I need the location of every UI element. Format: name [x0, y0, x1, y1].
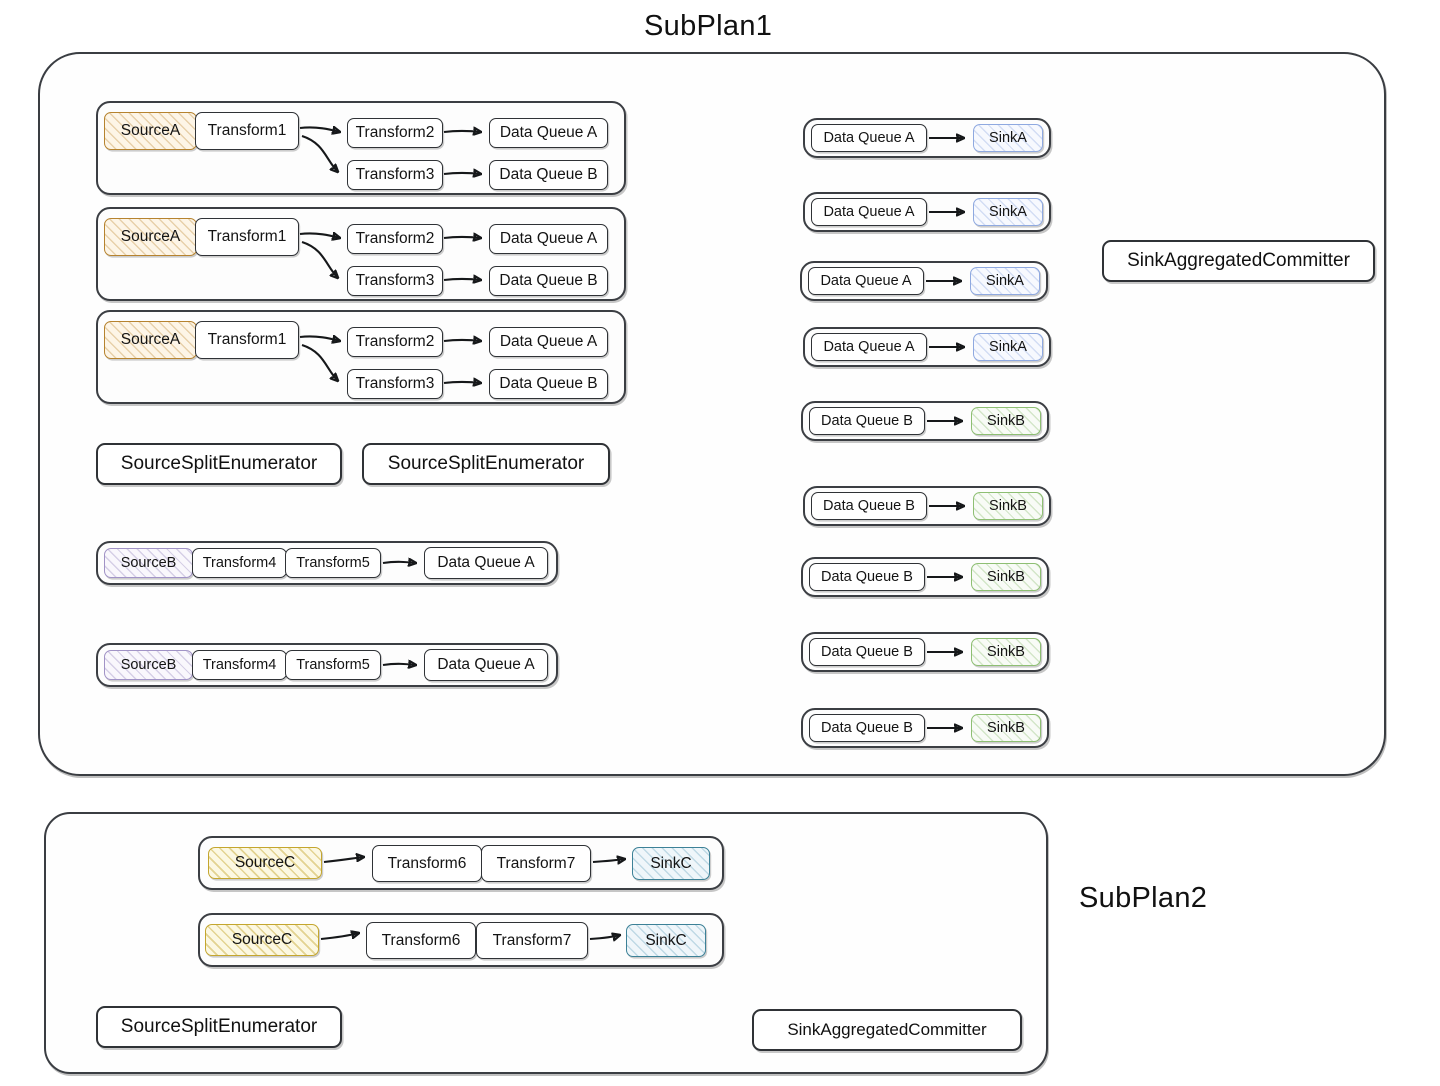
sinkA-node[interactable]: SinkA — [970, 267, 1040, 295]
transform4-node[interactable]: Transform4 — [192, 548, 287, 578]
subplan2-title: SubPlan2 — [1079, 882, 1208, 914]
data-queue-b-node[interactable]: Data Queue B — [809, 638, 925, 666]
sinkB-node[interactable]: SinkB — [971, 714, 1041, 742]
data-queue-b-node[interactable]: Data Queue B — [489, 369, 608, 399]
transform6-node[interactable]: Transform6 — [366, 922, 476, 959]
sinkB-node[interactable]: SinkB — [971, 407, 1041, 435]
sourceA-node[interactable]: SourceA — [104, 321, 197, 359]
transform4-node[interactable]: Transform4 — [192, 650, 287, 680]
transform5-node[interactable]: Transform5 — [285, 548, 381, 578]
data-queue-b-node[interactable]: Data Queue B — [809, 563, 925, 591]
sinkC-node[interactable]: SinkC — [632, 847, 710, 880]
sinkB-node[interactable]: SinkB — [971, 563, 1041, 591]
sinkC-node[interactable]: SinkC — [626, 924, 706, 957]
data-queue-a-node[interactable]: Data Queue A — [489, 224, 608, 254]
sink-aggregated-committer-subplan1[interactable]: SinkAggregatedCommitter — [1102, 240, 1375, 282]
transform7-node[interactable]: Transform7 — [476, 922, 588, 959]
sourceC-node[interactable]: SourceC — [208, 847, 322, 879]
transform6-node[interactable]: Transform6 — [372, 845, 482, 882]
sinkA-node[interactable]: SinkA — [973, 124, 1043, 152]
transform3-node[interactable]: Transform3 — [347, 266, 443, 296]
data-queue-a-node[interactable]: Data Queue A — [811, 124, 927, 152]
transform1-node[interactable]: Transform1 — [195, 321, 299, 359]
data-queue-a-node[interactable]: Data Queue A — [489, 118, 608, 148]
sinkA-node[interactable]: SinkA — [973, 198, 1043, 226]
sourceA-node[interactable]: SourceA — [104, 112, 197, 150]
data-queue-a-node[interactable]: Data Queue A — [811, 198, 927, 226]
transform1-node[interactable]: Transform1 — [195, 218, 299, 256]
subplan1-title: SubPlan1 — [644, 10, 773, 42]
data-queue-a-node[interactable]: Data Queue A — [424, 547, 548, 579]
data-queue-a-node[interactable]: Data Queue A — [424, 649, 548, 681]
transform2-node[interactable]: Transform2 — [347, 327, 443, 357]
transform3-node[interactable]: Transform3 — [347, 160, 443, 190]
data-queue-b-node[interactable]: Data Queue B — [809, 407, 925, 435]
sinkA-node[interactable]: SinkA — [973, 333, 1043, 361]
data-queue-b-node[interactable]: Data Queue B — [489, 160, 608, 190]
transform7-node[interactable]: Transform7 — [481, 845, 591, 882]
data-queue-a-node[interactable]: Data Queue A — [489, 327, 608, 357]
transform2-node[interactable]: Transform2 — [347, 224, 443, 254]
source-split-enumerator-subplan2[interactable]: SourceSplitEnumerator — [96, 1006, 342, 1048]
transform1-node[interactable]: Transform1 — [195, 112, 299, 150]
sourceB-node[interactable]: SourceB — [104, 548, 193, 578]
data-queue-b-node[interactable]: Data Queue B — [809, 714, 925, 742]
data-queue-b-node[interactable]: Data Queue B — [811, 492, 927, 520]
data-queue-b-node[interactable]: Data Queue B — [489, 266, 608, 296]
data-queue-a-node[interactable]: Data Queue A — [808, 267, 924, 295]
sinkB-node[interactable]: SinkB — [971, 638, 1041, 666]
sinkB-node[interactable]: SinkB — [973, 492, 1043, 520]
source-split-enumerator-2[interactable]: SourceSplitEnumerator — [362, 443, 610, 485]
data-queue-a-node[interactable]: Data Queue A — [811, 333, 927, 361]
sourceC-node[interactable]: SourceC — [205, 924, 319, 956]
source-split-enumerator-1[interactable]: SourceSplitEnumerator — [96, 443, 342, 485]
transform2-node[interactable]: Transform2 — [347, 118, 443, 148]
transform3-node[interactable]: Transform3 — [347, 369, 443, 399]
sourceA-node[interactable]: SourceA — [104, 218, 197, 256]
sink-aggregated-committer-subplan2[interactable]: SinkAggregatedCommitter — [752, 1009, 1022, 1051]
sourceB-node[interactable]: SourceB — [104, 650, 193, 680]
transform5-node[interactable]: Transform5 — [285, 650, 381, 680]
